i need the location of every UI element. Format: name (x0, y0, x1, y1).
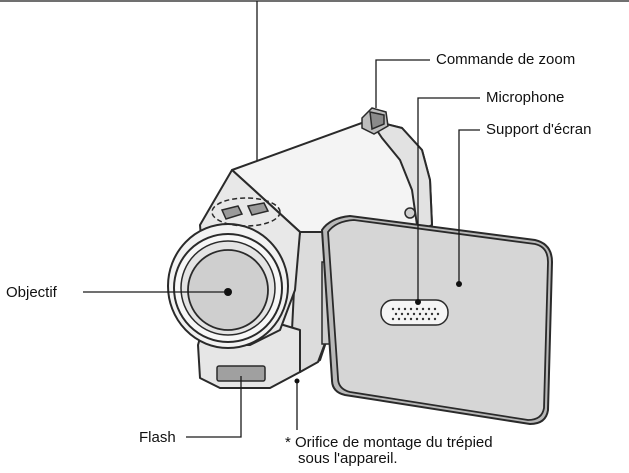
lens (173, 233, 283, 343)
label-tripod-line1: * Orifice de montage du trépied (285, 434, 493, 451)
microphone-grille (380, 299, 449, 326)
label-screen-support: Support d'écran (486, 121, 592, 138)
label-microphone: Microphone (486, 89, 565, 106)
leader-lines (83, 59, 480, 438)
lcd-screen-panel (320, 214, 554, 426)
label-tripod-line2: sous l'appareil. (298, 450, 398, 467)
microphone-leader (417, 97, 480, 300)
top-buttons-dashed-outline (211, 197, 281, 227)
label-flash: Flash (139, 429, 176, 446)
zoom-leader (375, 59, 430, 108)
label-zoom-control: Commande de zoom (436, 51, 576, 68)
leader-dots (294, 281, 462, 384)
top-button-left (220, 205, 244, 220)
rear-port-circle (404, 207, 416, 219)
lens-center-dot (224, 288, 232, 296)
screen-support-leader (458, 129, 480, 284)
microphone-holes (391, 307, 440, 321)
top-buttons (220, 202, 270, 220)
top-button-right (246, 202, 270, 216)
flash-leader (186, 376, 242, 438)
zoom-lever (361, 107, 389, 135)
label-objective: Objectif (6, 284, 57, 301)
